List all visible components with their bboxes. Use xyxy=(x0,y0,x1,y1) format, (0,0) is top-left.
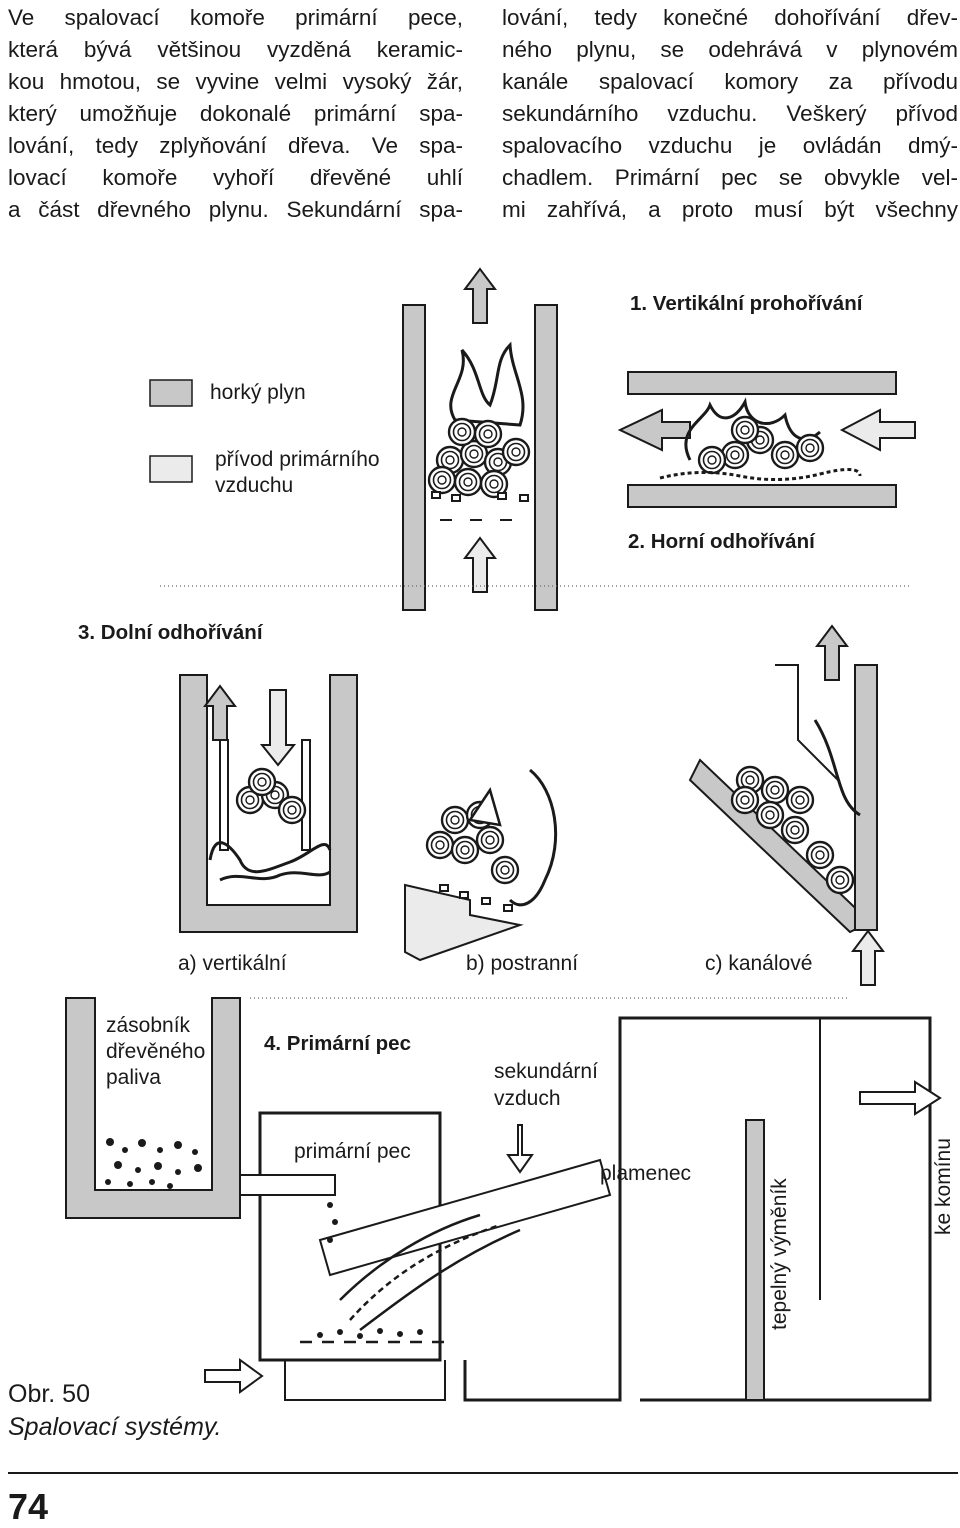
label-fuel-store-1: zásobník xyxy=(106,1014,191,1037)
legend-primary-air-swatch xyxy=(149,455,193,483)
title-top-burning: 2. Horní odhořívání xyxy=(628,530,815,553)
figure-caption: Obr. 50 Spalovací systémy. xyxy=(8,1378,222,1444)
text-line: ného plynu, se odehrává v plynovém xyxy=(502,37,958,62)
legend-primary-air-label-2: vzduchu xyxy=(215,474,294,497)
page-number: 74 xyxy=(8,1486,49,1527)
text-line: lovací komoře vyhoří dřevěné uhlí xyxy=(8,165,463,190)
text-line: a část dřevného plynu. Sekundární spa- xyxy=(8,197,463,222)
primary-air-up-arrow xyxy=(464,537,496,593)
diagram-1-vertical xyxy=(402,268,558,611)
label-fuel-store-2: dřevěného xyxy=(106,1040,206,1063)
label-primary-kiln: primární pec xyxy=(294,1140,411,1163)
diagram-3a xyxy=(179,674,358,933)
title-vertical-burning: 1. Vertikální prohořívání xyxy=(630,292,863,315)
label-channel: c) kanálové xyxy=(705,952,813,975)
text-line: sekundárního vzduchu. Veškerý přívod xyxy=(502,101,958,126)
legend-hot-gas-label: horký plyn xyxy=(210,381,306,404)
label-heat-exchanger: tepelný výměník xyxy=(768,1178,791,1330)
legend-hot-gas-swatch xyxy=(149,379,193,407)
caption-title: Spalovací systémy. xyxy=(8,1413,222,1441)
label-fuel-store-3: paliva xyxy=(106,1066,161,1089)
text-line: kou hmotou, se vyvine velmi vysoký žár, xyxy=(8,69,463,94)
label-to-chimney: ke komínu xyxy=(932,1138,955,1235)
title-bottom-burning: 3. Dolní odhořívání xyxy=(78,621,263,644)
body-text-left: Ve spalovací komoře primární pece, která… xyxy=(8,2,463,226)
diagram-3b xyxy=(404,768,558,962)
diagram-2-horizontal xyxy=(617,371,916,508)
text-line: který umožňuje dokonalé primární spa- xyxy=(8,101,463,126)
text-line: spalovacího vzduchu je ovládán dmý- xyxy=(502,133,958,158)
diagram-4-primary-kiln xyxy=(65,997,942,1402)
label-flame-tube: plamenec xyxy=(600,1162,692,1185)
label-secondary-air-2: vzduch xyxy=(494,1087,561,1110)
label-secondary-air-1: sekundární xyxy=(494,1060,598,1083)
footer-rule xyxy=(8,1472,958,1474)
title-primary-kiln: 4. Primární pec xyxy=(264,1032,411,1055)
diagram-3c xyxy=(688,625,884,986)
text-line: kanále spalovací komory za přívodu xyxy=(502,69,958,94)
legend-primary-air-label-1: přívod primárního xyxy=(215,448,380,471)
body-text-right: lování, tedy konečné dohořívání dřev- né… xyxy=(502,2,958,226)
text-line: která bývá většinou vyzděná keramic- xyxy=(8,37,463,62)
label-lateral: b) postranní xyxy=(466,952,579,975)
caption-number: Obr. 50 xyxy=(8,1380,90,1408)
hot-gas-up-arrow xyxy=(464,268,496,324)
text-line: chadlem. Primární pec se obvykle vel- xyxy=(502,165,958,190)
text-line: Ve spalovací komoře primární pece, xyxy=(8,5,463,30)
text-line: lování, tedy konečné dohořívání dřev- xyxy=(502,5,958,30)
text-line: mi zahřívá, a proto musí být všechny xyxy=(502,197,958,222)
text-line: lování, tedy zplyňování dřeva. Ve spa- xyxy=(8,133,463,158)
label-vertical: a) vertikální xyxy=(178,952,287,975)
